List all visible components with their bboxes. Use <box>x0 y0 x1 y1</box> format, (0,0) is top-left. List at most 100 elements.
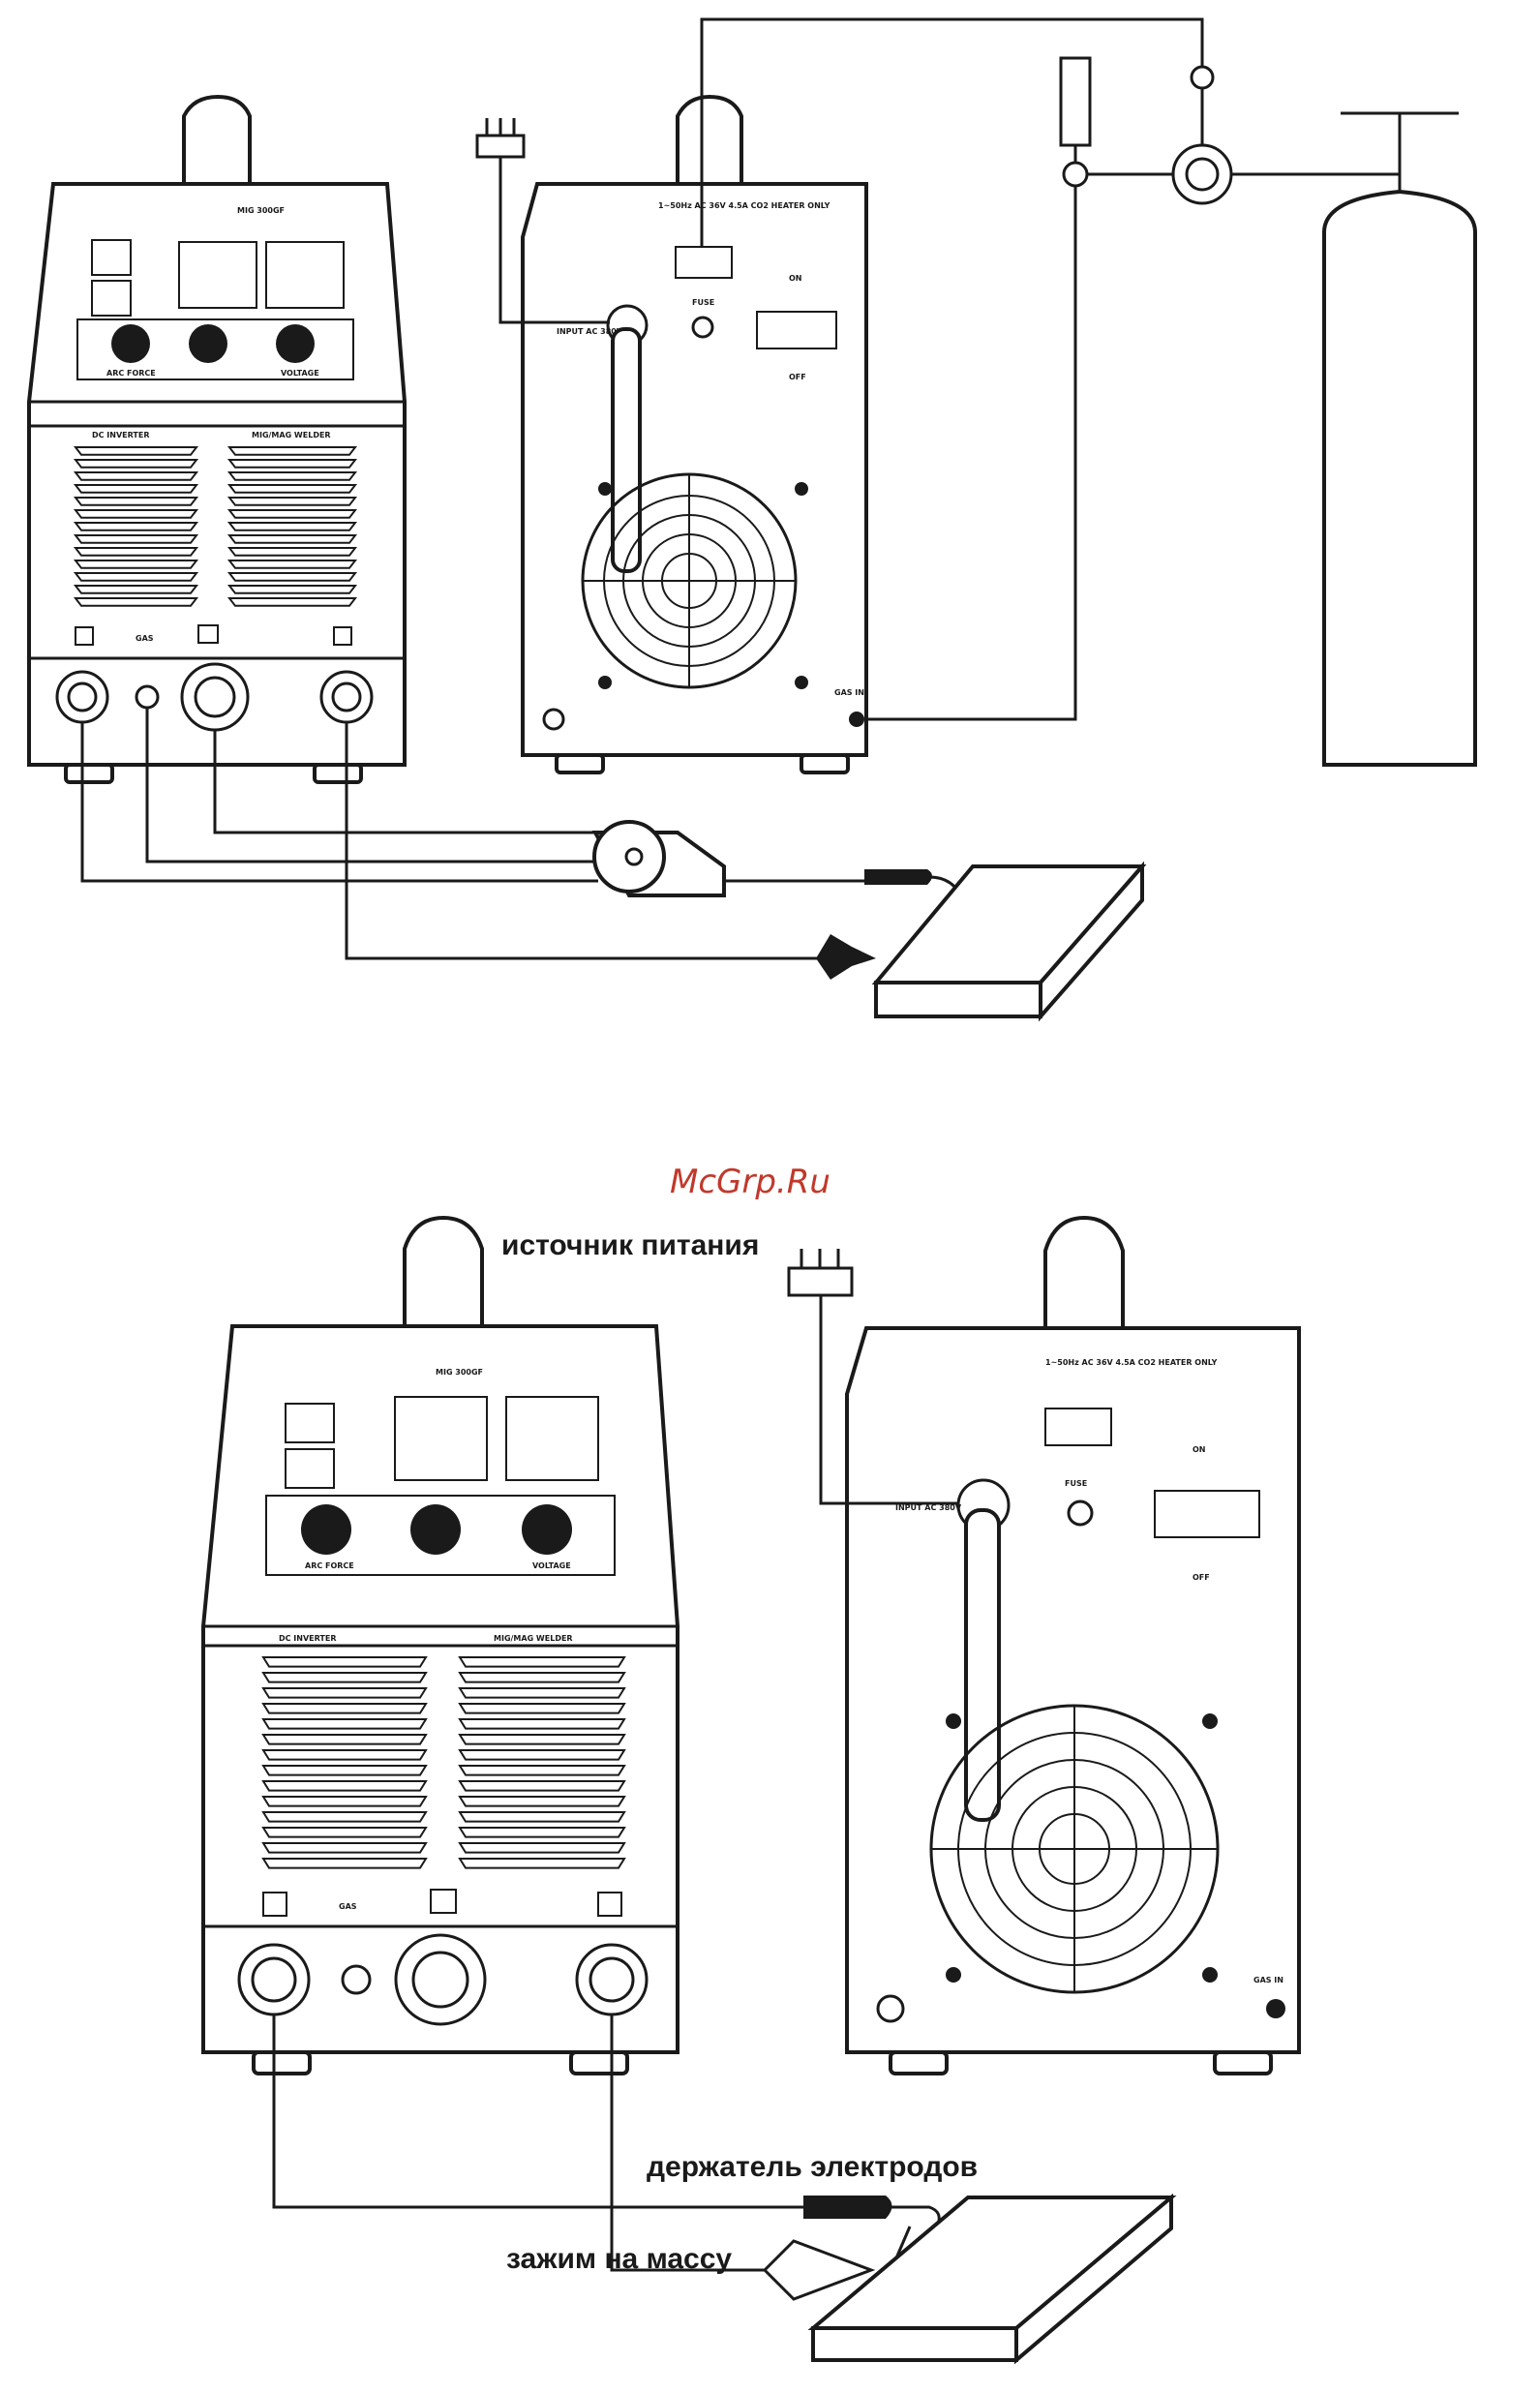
bottom-diagram: MIG 300GF ARC FORCE VOLTAGE DC INVERTER … <box>201 1215 1301 2365</box>
dc-inverter-label-top: DC INVERTER <box>92 431 150 439</box>
louver-slat <box>226 585 358 594</box>
gas-cylinder-top <box>1322 111 1477 767</box>
louver-slat <box>73 547 199 557</box>
left-louvers-top <box>73 446 199 607</box>
front-welder-top: MIG 300GF ARC FORCE VOLTAGE DC INVERTER … <box>27 94 407 784</box>
voltage-knob-bottom <box>522 1504 572 1555</box>
louver-slat <box>261 1780 428 1792</box>
welder-label-top: MIG/MAG WELDER <box>252 431 331 439</box>
louver-slat <box>458 1656 626 1668</box>
ground-cable-top <box>345 722 821 960</box>
front-welder-bottom: MIG 300GF ARC FORCE VOLTAGE DC INVERTER … <box>201 1215 679 2075</box>
louver-slat <box>73 497 199 506</box>
louver-slat <box>261 1656 428 1668</box>
back-body-bottom <box>845 1326 1301 2054</box>
gas-heater-top <box>1190 65 1215 90</box>
louver-slat <box>226 547 358 557</box>
watermark: McGrp.Ru <box>670 1163 830 1201</box>
mode-button-1-top <box>91 239 132 276</box>
svg-text:FUSE: FUSE <box>692 298 714 307</box>
ampere-display-bottom <box>394 1396 488 1481</box>
ground-bolt-bottom <box>876 1994 905 2023</box>
louver-slat <box>73 484 199 494</box>
louver-slat <box>458 1703 626 1714</box>
gas-in-port-top <box>849 712 864 727</box>
power-plug-top <box>475 118 610 324</box>
fuse-top <box>691 316 714 339</box>
mode-button-2-top <box>91 280 132 317</box>
mode-button-1-bottom <box>285 1403 335 1443</box>
louver-slat <box>226 446 358 456</box>
gas-regulator-top <box>1171 143 1233 205</box>
louver-slat <box>226 560 358 569</box>
svg-text:VOLTAGE: VOLTAGE <box>281 369 319 378</box>
ampere-display-top <box>178 241 257 309</box>
power-switch-top <box>756 311 837 349</box>
ground-clamp-top <box>816 934 876 980</box>
top-diagram: MIG 300GF ARC FORCE VOLTAGE DC INVERTER … <box>27 17 1477 1022</box>
louver-slat <box>226 484 358 494</box>
louver-slat <box>73 534 199 544</box>
fan-bottom <box>929 1704 1220 1994</box>
ground-bolt-top <box>542 708 565 731</box>
louver-slat <box>261 1842 428 1854</box>
louver-slat <box>261 1687 428 1699</box>
louver-slat <box>458 1827 626 1838</box>
back-body-top <box>521 182 868 757</box>
mode-button-2-bottom <box>285 1448 335 1489</box>
torch-sign-bottom <box>430 1889 457 1914</box>
louver-slat <box>73 522 199 531</box>
louver-slat <box>226 572 358 582</box>
louver-slat <box>458 1749 626 1761</box>
svg-text:GAS: GAS <box>136 634 154 643</box>
dc-inverter-label-bottom: DC INVERTER <box>279 1634 337 1643</box>
voltage-display-bottom <box>505 1396 599 1481</box>
torch-connector-bottom <box>394 1933 487 2026</box>
left-louvers-bottom <box>261 1656 428 1869</box>
svg-text:OFF: OFF <box>789 373 806 381</box>
inductance-knob-top <box>189 324 227 363</box>
back-welder-bottom: 1~50Hz AC 36V 4.5A CO2 HEATER ONLY ON OF… <box>845 1215 1301 2075</box>
svg-text:GAS: GAS <box>339 1902 357 1911</box>
svg-text:INPUT AC 380V: INPUT AC 380V <box>557 327 623 336</box>
gas-in-port-bottom <box>1266 1999 1285 2018</box>
louver-slat <box>73 572 199 582</box>
model-label-top: MIG 300GF <box>237 206 285 215</box>
louver-slat <box>226 522 358 531</box>
fan-top <box>581 472 808 689</box>
wire-feeder-top <box>591 820 726 897</box>
right-louvers-bottom <box>458 1656 626 1869</box>
power-switch-bottom <box>1154 1490 1260 1538</box>
louver-slat <box>226 534 358 544</box>
welder-label-bottom: MIG/MAG WELDER <box>494 1634 573 1643</box>
louver-slat <box>226 497 358 506</box>
right-louvers-top <box>226 446 358 607</box>
louver-slat <box>458 1687 626 1699</box>
louver-slat <box>226 459 358 469</box>
svg-text:INPUT AC 380V: INPUT AC 380V <box>895 1503 962 1512</box>
louver-slat <box>261 1734 428 1745</box>
electrode-cable-bottom <box>272 2014 803 2209</box>
front-handle-bottom <box>403 1215 484 1326</box>
louver-slat <box>458 1796 626 1807</box>
louver-slat <box>261 1718 428 1730</box>
louver-slat <box>458 1672 626 1683</box>
svg-text:ARC FORCE: ARC FORCE <box>106 369 156 378</box>
back-handle-top <box>676 94 743 184</box>
workpiece-top <box>871 861 1147 1022</box>
louver-slat <box>226 597 358 607</box>
plus-sign-bottom <box>262 1892 287 1917</box>
louver-slat <box>261 1858 428 1869</box>
electrode-holder-label: держатель электродов <box>647 2151 978 2183</box>
gas-hose-feeder-top <box>145 708 594 863</box>
svg-text:GAS IN: GAS IN <box>834 688 864 697</box>
heater-socket-top <box>675 246 733 279</box>
gas-hose-top <box>864 186 1077 721</box>
louver-slat <box>261 1672 428 1683</box>
fuse-bottom <box>1067 1499 1094 1527</box>
louver-slat <box>261 1703 428 1714</box>
louver-slat <box>73 471 199 481</box>
knob-panel-top <box>76 318 354 380</box>
louver-slat <box>226 471 358 481</box>
